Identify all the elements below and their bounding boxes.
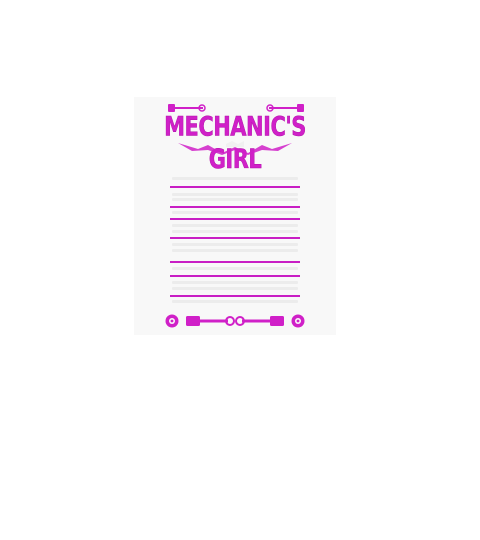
faded-line — [172, 177, 298, 180]
divider-line — [170, 237, 300, 239]
wings-graphic — [178, 141, 292, 155]
design-title: MECHANIC'S GIRL — [164, 111, 307, 175]
piston-icon — [266, 104, 304, 112]
shirt-design: MECHANIC'S GIRL — [134, 97, 336, 335]
faded-line — [172, 224, 298, 227]
faded-line — [172, 198, 298, 201]
faded-line — [172, 243, 298, 246]
divider-line — [170, 295, 300, 297]
faded-line — [172, 211, 298, 214]
piston-icon — [186, 316, 235, 326]
faded-line — [172, 300, 298, 303]
faded-line — [172, 193, 298, 196]
divider-line — [170, 261, 300, 263]
divider-line — [170, 275, 300, 277]
divider-line — [170, 206, 300, 208]
faded-line — [172, 287, 298, 290]
faded-line — [172, 267, 298, 270]
footer-graphic — [165, 314, 305, 328]
tire-icon — [291, 314, 305, 328]
divider-line — [170, 218, 300, 220]
faded-line — [172, 230, 298, 233]
piston-icon — [168, 104, 206, 112]
piston-icon — [235, 316, 284, 326]
faded-line — [172, 281, 298, 284]
divider-line — [170, 186, 300, 188]
faded-line — [172, 249, 298, 252]
tire-icon — [165, 314, 179, 328]
